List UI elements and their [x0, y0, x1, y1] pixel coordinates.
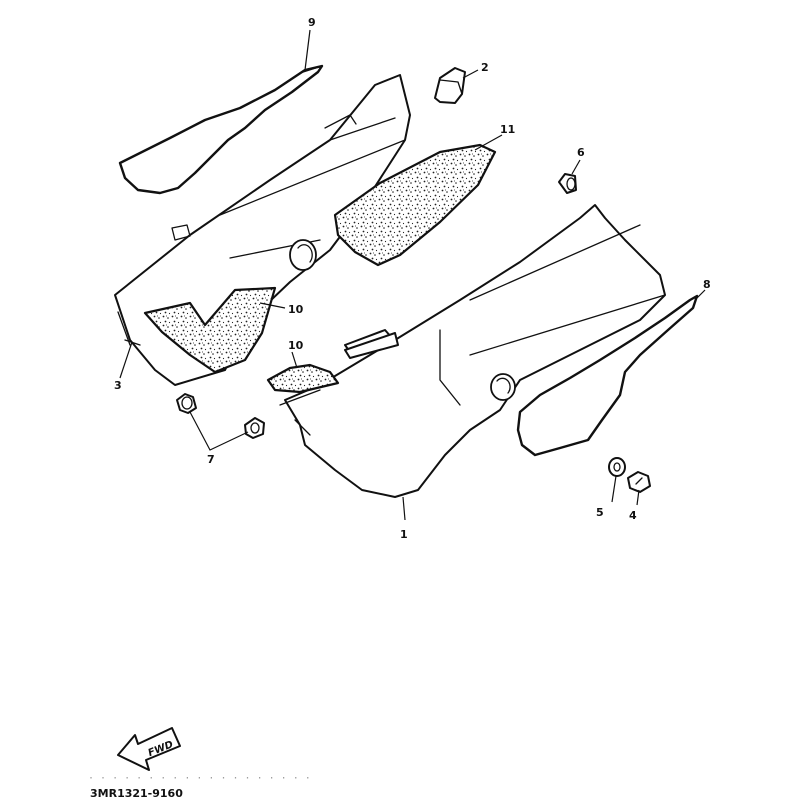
part-6-grommet	[558, 173, 577, 194]
leader-10-upper	[259, 302, 286, 309]
callout-9: 9	[308, 16, 316, 29]
callout-4: 4	[629, 509, 637, 522]
callout-6: 6	[577, 146, 585, 159]
part-9-decal	[118, 64, 324, 195]
part-1-side-cover	[279, 204, 666, 498]
part-2-clip	[434, 67, 466, 104]
part-7-grommets	[176, 393, 265, 439]
drawing-code: 3MR1321-9160	[90, 787, 183, 800]
leader-11	[474, 134, 503, 151]
leader-8	[694, 289, 706, 301]
leader-7	[189, 411, 249, 451]
part-8-decal	[516, 294, 699, 457]
part-11-foam	[333, 143, 497, 267]
fwd-arrow-icon: FWD	[117, 727, 181, 771]
leader-9	[304, 29, 311, 71]
part-5-washer	[608, 457, 626, 477]
callout-1: 1	[400, 528, 408, 541]
leader-5	[611, 475, 617, 503]
callout-11: 11	[500, 123, 515, 136]
leader-10-lower	[291, 351, 298, 369]
part-4-screw	[627, 471, 651, 493]
leader-1	[402, 496, 406, 521]
leader-2	[462, 69, 479, 79]
callout-3: 3	[114, 379, 122, 392]
callout-5: 5	[596, 506, 604, 519]
faint-footer-text: · · · · · · · · · · · · · · · · · · ·	[88, 773, 311, 784]
part-10-foam-upper	[143, 286, 277, 374]
callout-10-upper: 10	[288, 303, 304, 316]
callout-2: 2	[481, 61, 489, 74]
callout-7: 7	[207, 453, 215, 466]
leader-4	[636, 489, 640, 506]
leader-3	[119, 341, 133, 379]
leader-6	[571, 159, 581, 175]
callout-10-lower: 10	[288, 339, 304, 352]
part-10-foam-lower	[266, 363, 340, 394]
callout-8: 8	[703, 278, 711, 291]
